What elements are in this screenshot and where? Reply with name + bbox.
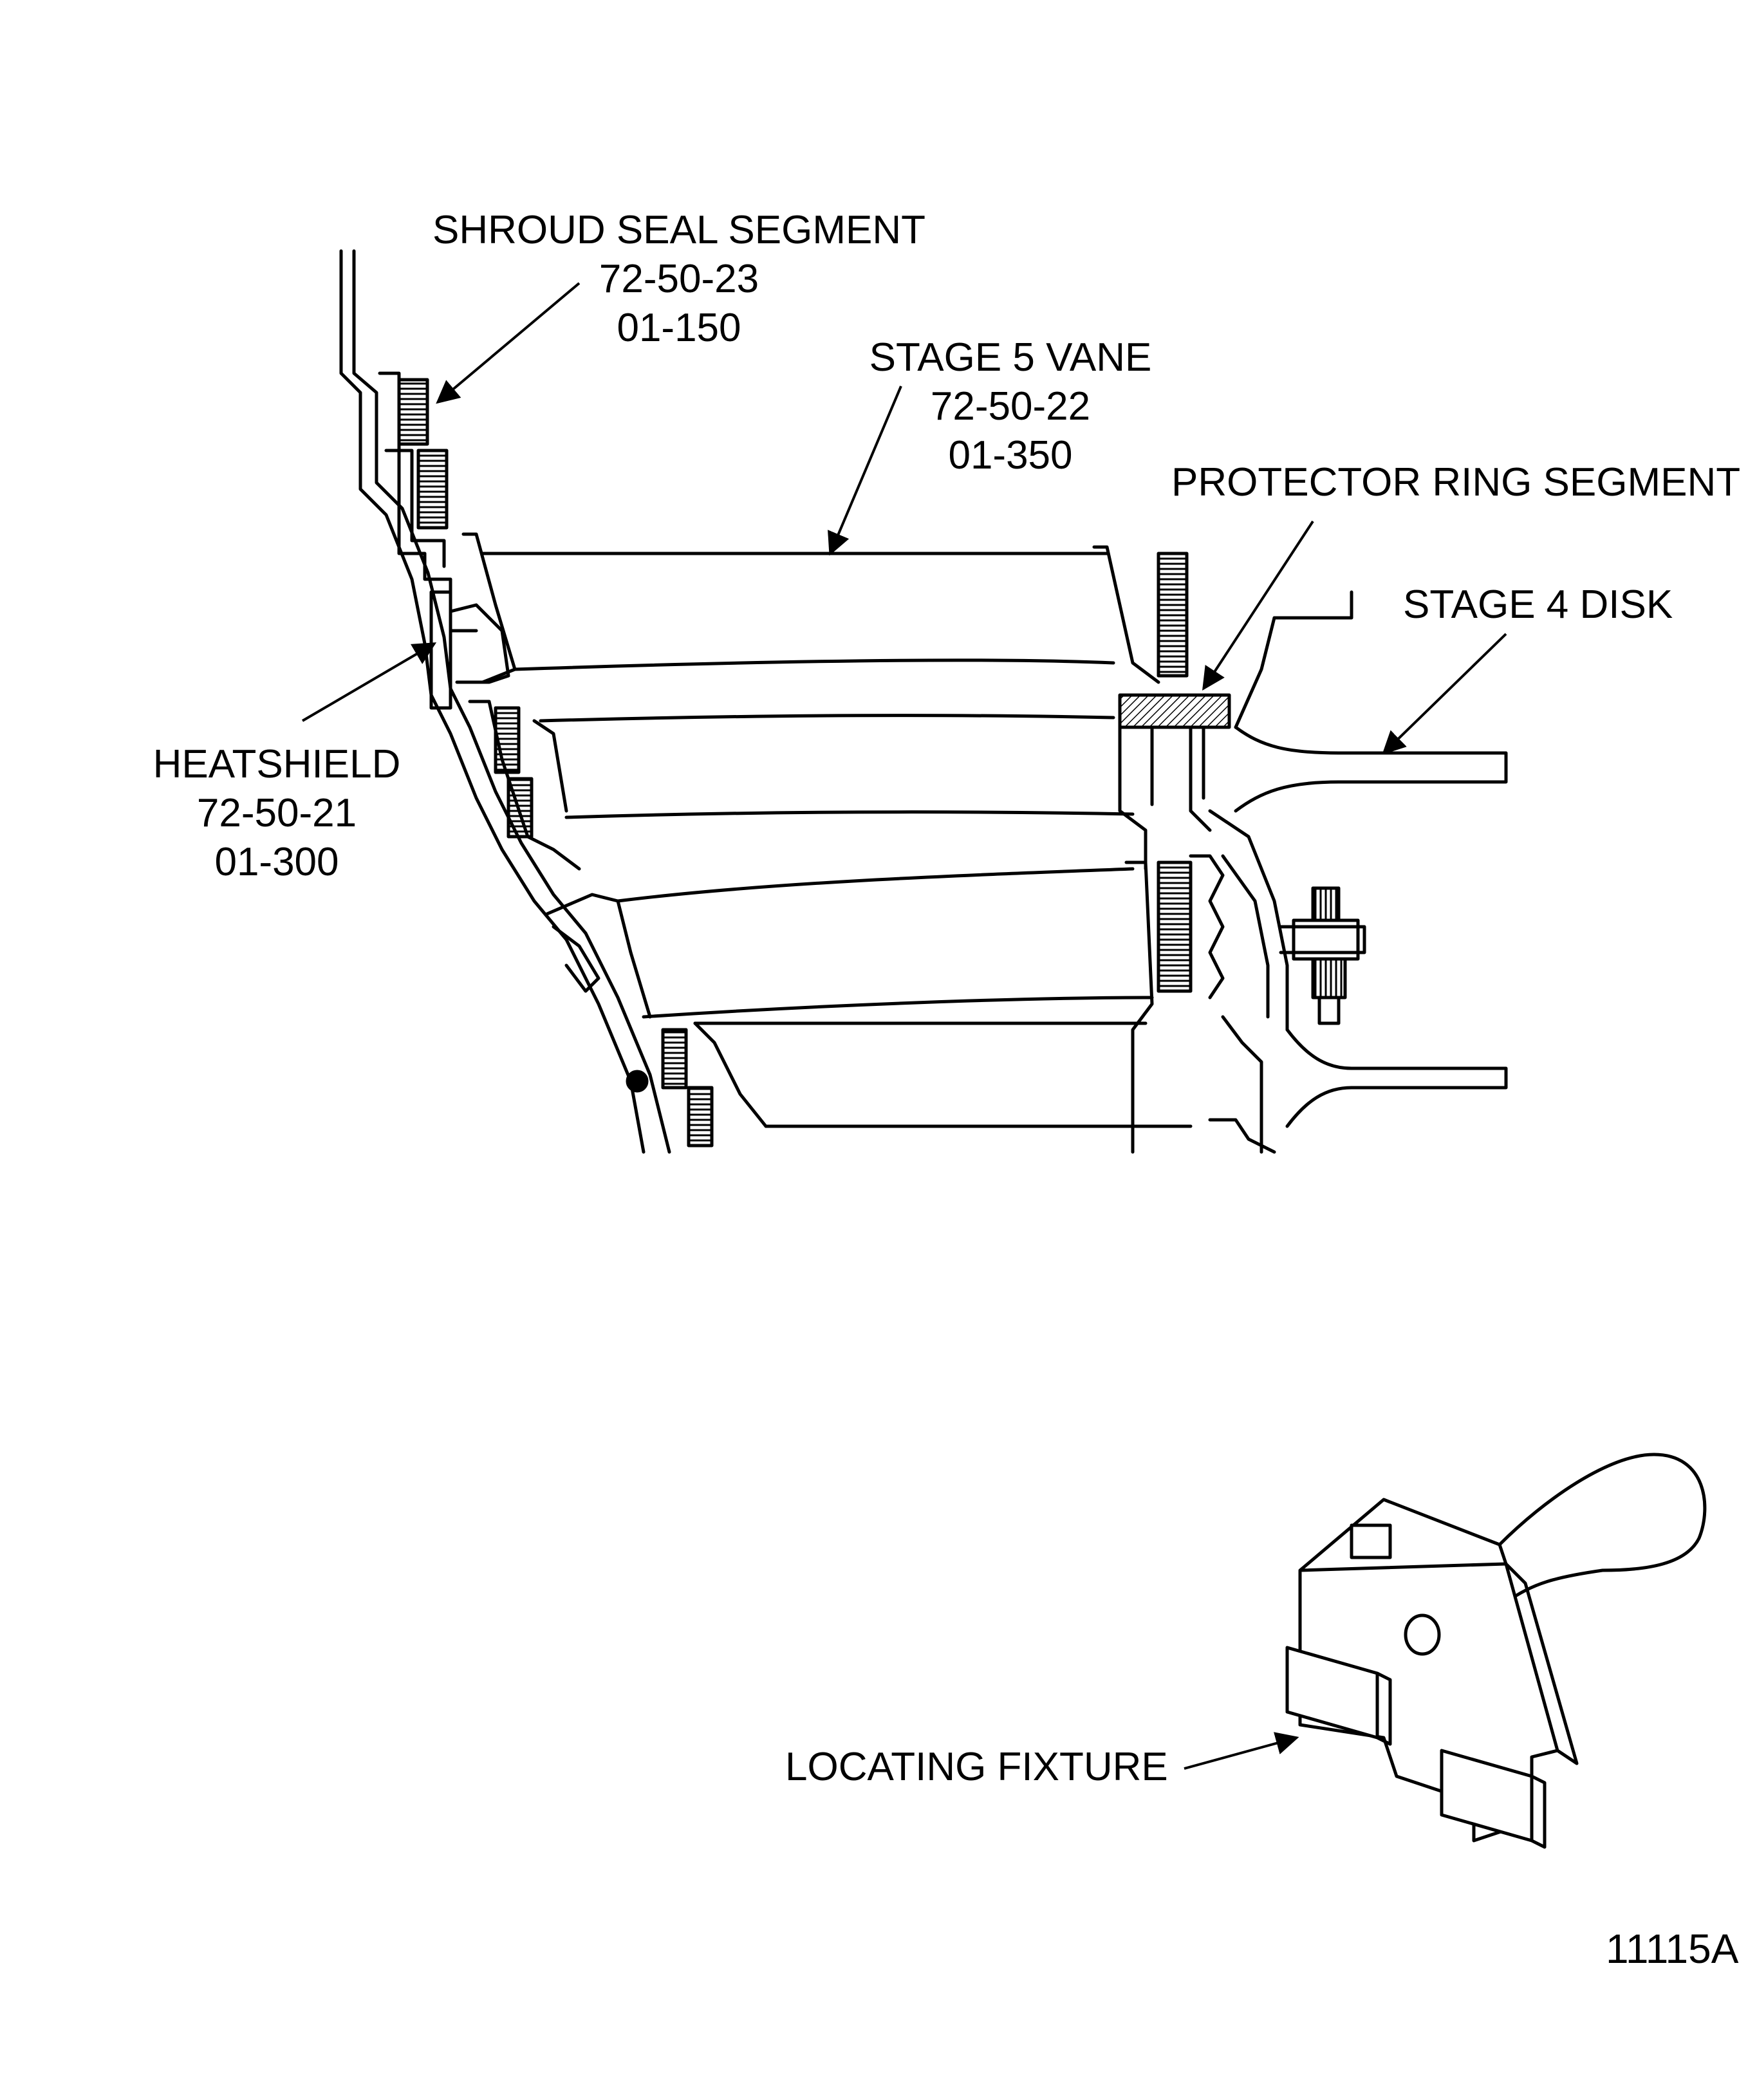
stage4-blade-top (539, 714, 1115, 723)
rotor-root-platform-2 (1221, 1015, 1263, 1154)
callout-heatshield: HEATSHIELD 72-50-21 01-300 (129, 740, 425, 887)
bolt-tip (1317, 996, 1341, 1025)
leader-stage4-disk (1382, 633, 1507, 755)
fixture-foot-right-side (1530, 1774, 1547, 1849)
stage4-blade-leading (532, 719, 568, 813)
rotor-root-platform (1124, 860, 1154, 1154)
stage5-vane-ref2: 01-350 (948, 433, 1073, 478)
callout-stage4-disk: STAGE 4 DISK (1403, 581, 1673, 629)
lower-vane-top (616, 867, 1135, 903)
bottom-blade-front (693, 1021, 768, 1128)
shroud-hanger-2 (384, 449, 446, 568)
bolt-head (1311, 886, 1341, 922)
callout-shroud-seal-segment: SHROUD SEAL SEGMENT 72-50-23 01-150 (412, 206, 946, 353)
fixture-lug (1350, 1523, 1392, 1559)
stage5-vane-ref1: 72-50-22 (930, 384, 1091, 429)
heatshield-ref1: 72-50-21 (196, 791, 357, 835)
rotor-seal-blocks (1157, 860, 1193, 993)
fixture-plate-top (1299, 1498, 1508, 1572)
bolt-shank (1311, 957, 1347, 999)
bottom-seal-lower (687, 1086, 714, 1148)
protector-ring-segment (1118, 693, 1231, 729)
shroud-seal-segment-upper (397, 378, 429, 446)
heatshield-ref2: 01-300 (214, 840, 339, 884)
protector-ring-segment-name: PROTECTOR RING SEGMENT (1171, 460, 1741, 505)
leader-heatshield (301, 642, 437, 722)
leader-lines (301, 282, 1507, 1770)
stage4-disk-name: STAGE 4 DISK (1403, 582, 1673, 627)
figure-number: 11115A (1606, 1926, 1739, 1972)
leader-protector-ring (1202, 520, 1314, 691)
bottom-seal-ball (626, 1070, 649, 1093)
heatshield-body (429, 590, 452, 710)
stage5-vane-inner-seal (1157, 552, 1189, 678)
shroud-seal-segment-ref1: 72-50-23 (599, 257, 759, 301)
shroud-seal-segment-ref2: 01-150 (617, 306, 741, 350)
leader-stage5-vane (828, 386, 902, 556)
lower-vane-pocket (552, 925, 600, 993)
rear-support-3 (1189, 725, 1212, 832)
fixture-plate-side (1505, 1563, 1579, 1765)
disk-web-inner (1221, 854, 1270, 1019)
bottom-seal-upper (661, 1028, 688, 1090)
leader-shroud-seal (436, 282, 581, 404)
stage4-blade-bottom (564, 810, 1135, 819)
callout-stage5-vane: STAGE 5 VANE 72-50-22 01-350 (843, 333, 1178, 480)
stage5-vane-trailing-support (1092, 545, 1160, 684)
bolt-flange (1279, 925, 1366, 954)
fixture-foot-left-side (1376, 1671, 1392, 1746)
callout-locating-fixture: LOCATING FIXTURE (785, 1743, 1168, 1792)
fixture-hole (1404, 1613, 1441, 1656)
vane-outer-platform (461, 532, 517, 684)
outer-casing-wall (339, 249, 646, 1154)
fixture-handle (1498, 1453, 1707, 1604)
stage5-vane-name: STAGE 5 VANE (869, 335, 1152, 380)
rear-support-1 (1118, 725, 1148, 871)
disk-rim-bottom (1285, 1028, 1508, 1128)
shroud-seal-segment-name: SHROUD SEAL SEGMENT (432, 208, 925, 252)
disk-flange-top (1272, 590, 1353, 620)
stage4-hook (468, 700, 581, 871)
callout-protector-ring-segment: PROTECTOR RING SEGMENT (1171, 458, 1740, 507)
outer-casing-inner-wall (352, 249, 671, 1154)
disk-rim-top (1234, 725, 1508, 813)
heatshield-name: HEATSHIELD (153, 742, 401, 786)
locating-fixture-drawing (1285, 1453, 1707, 1849)
shroud-seal-segment-lower (416, 449, 449, 530)
lower-vane-bottom (642, 996, 1154, 1019)
lower-vane-front (545, 893, 652, 1019)
locating-fixture-name: LOCATING FIXTURE (785, 1745, 1168, 1789)
leader-locating-fixture (1184, 1732, 1299, 1770)
rotor-fir-tree (1189, 854, 1225, 999)
stage5-vane-airfoil-bottom (513, 658, 1115, 671)
bottom-platform (1208, 1118, 1276, 1154)
engine-cross-section (339, 249, 1508, 1154)
disk-arm (1234, 616, 1276, 729)
disk-web (1208, 809, 1289, 1032)
